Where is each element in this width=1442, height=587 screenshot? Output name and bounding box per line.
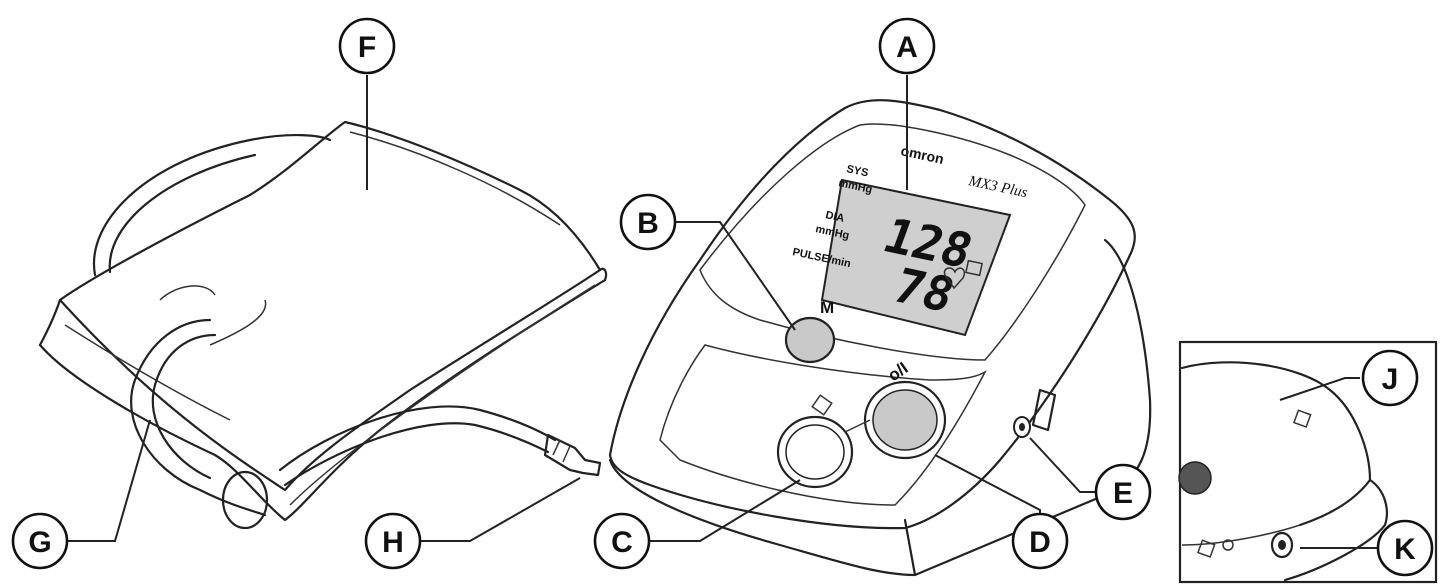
start-button[interactable] [785, 424, 845, 480]
svg-text:A: A [896, 31, 918, 64]
monitor-upper-panel [699, 123, 1086, 361]
monitor-lower-panel [659, 344, 987, 506]
memory-button-label: M [820, 298, 834, 317]
tube-g [130, 318, 267, 517]
callout-k: K [1376, 519, 1434, 577]
cuff-connector-ring [221, 470, 269, 530]
svg-text:K: K [1394, 533, 1416, 566]
cuff-back-tube [92, 134, 332, 277]
callout-j: J [1361, 349, 1419, 407]
callout-d: D [1011, 512, 1069, 570]
callout-b: B [619, 193, 677, 251]
inset-housing-top [1180, 361, 1372, 527]
inset-housing-bottom [1181, 524, 1301, 546]
svg-text:B: B [637, 207, 659, 240]
cuff-front-roll [38, 267, 608, 522]
svg-text:H: H [382, 526, 404, 559]
svg-text:E: E [1113, 477, 1133, 510]
cuff-fold-1 [159, 285, 216, 301]
arm-cuff [38, 120, 608, 530]
cuff-seam-2 [289, 284, 596, 506]
memory-indicator-icon [965, 259, 983, 277]
leader-c [650, 479, 801, 542]
cuff-front-edge [38, 298, 62, 347]
monitor-front-face [608, 99, 1136, 530]
lcd-display [820, 178, 1012, 337]
svg-text:D: D [1029, 526, 1051, 559]
start-button-icon [811, 394, 833, 416]
cuff-seam-1 [64, 324, 231, 421]
callout-c: C [593, 512, 651, 570]
power-button[interactable] [872, 389, 938, 451]
heart-icon [943, 267, 966, 290]
tube-h-inner [283, 422, 550, 487]
svg-text:J: J [1382, 363, 1399, 396]
model-name: MX3 Plus [966, 173, 1029, 201]
blood-pressure-monitor: 128 78 omron MX3 Plus SYS mmHg DIA mmHg … [608, 99, 1152, 577]
leader-g [68, 419, 151, 542]
inset-small-hole [1222, 539, 1234, 551]
leader-e [1029, 437, 1098, 493]
memory-button[interactable] [784, 316, 836, 364]
svg-text:F: F [358, 31, 376, 64]
sys-label: SYS [845, 163, 869, 179]
monitor-base [608, 458, 917, 577]
leader-b [675, 221, 796, 331]
inset-square-1 [1293, 409, 1312, 428]
callout-e: E [1094, 463, 1152, 521]
tube-g-inner [151, 333, 217, 480]
cuff-fold-2 [209, 299, 267, 346]
cuff-back-tube-inner [108, 153, 257, 274]
ac-adapter-port-housing [1031, 388, 1057, 432]
inset-speaker-grille [1178, 461, 1212, 495]
cuff-top-face [58, 120, 602, 492]
leader-d [934, 454, 1041, 520]
svg-text:C: C [611, 526, 633, 559]
tube-h [278, 405, 557, 472]
callout-f: F [338, 17, 396, 75]
callout-g: G [11, 512, 69, 570]
callout-h: H [364, 512, 422, 570]
dia-label: DIA [824, 209, 845, 225]
tube-plug [543, 433, 602, 477]
inset-housing-edge [1283, 478, 1388, 582]
callout-a: A [878, 17, 936, 75]
svg-text:G: G [28, 526, 51, 559]
leader-h [420, 477, 581, 542]
leader-lines [68, 75, 1380, 549]
inset-square-2 [1197, 539, 1216, 558]
leader-j [1279, 377, 1360, 401]
cuff-seam-3 [349, 131, 561, 226]
